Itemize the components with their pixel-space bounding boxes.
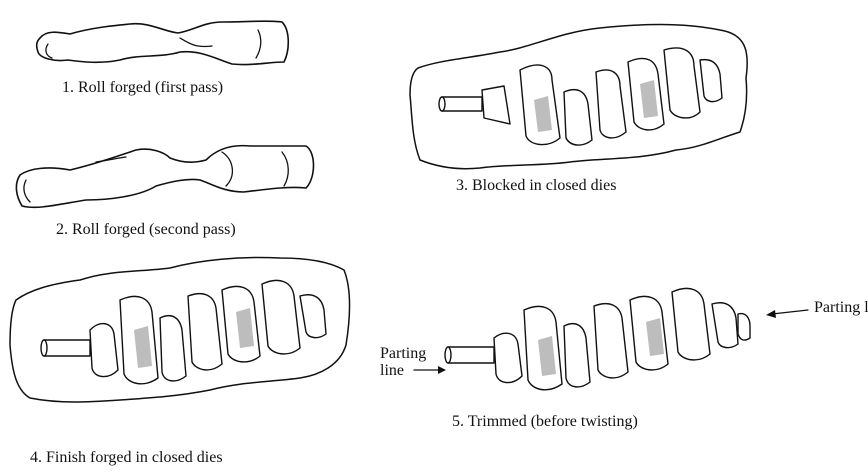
finish-forged-crankshaft-with-flash (10, 257, 350, 402)
roll-forged-second-pass-billet (16, 146, 313, 208)
parting-line-label-left: Parting line (380, 346, 426, 380)
blocked-crankshaft-with-flash (410, 25, 747, 169)
trimmed-crankshaft (414, 288, 808, 389)
caption-step-1: 1. Roll forged (first pass) (62, 80, 223, 96)
parting-line-label-right: Parting line (814, 300, 868, 317)
caption-step-4: 4. Finish forged in closed dies (30, 450, 223, 466)
caption-step-5: 5. Trimmed (before twisting) (452, 414, 638, 430)
caption-step-2: 2. Roll forged (second pass) (56, 222, 236, 238)
roll-forged-first-pass-billet (37, 21, 289, 64)
parting-line-arrow-right (772, 310, 808, 314)
caption-step-3: 3. Blocked in closed dies (456, 178, 616, 194)
